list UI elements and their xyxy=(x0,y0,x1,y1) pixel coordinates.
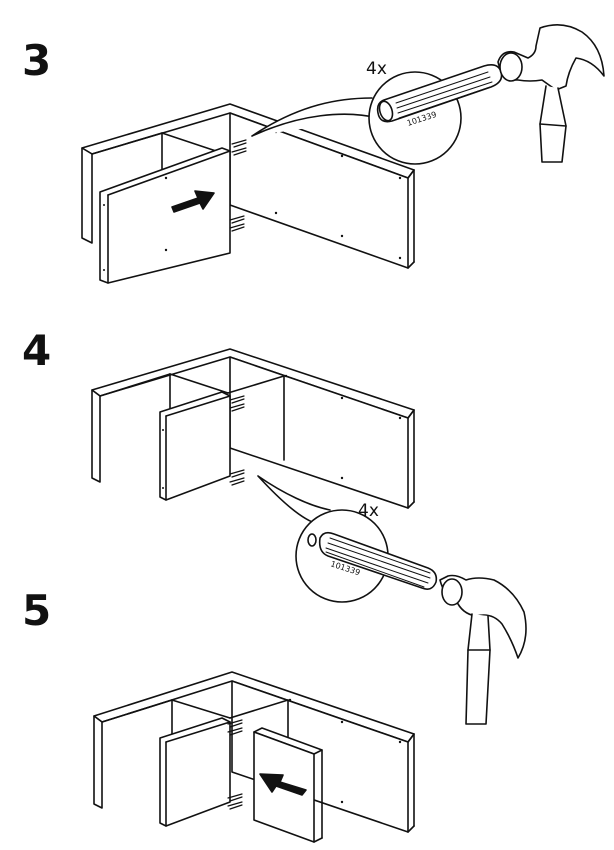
quantity-label: 4x xyxy=(366,59,387,79)
dowels-installed xyxy=(229,395,245,486)
quantity-label: 4x xyxy=(358,501,379,521)
arrow-right-icon xyxy=(171,190,215,213)
cabinet-frame xyxy=(91,348,415,509)
step-3-illustration: 4x 101339 xyxy=(81,24,605,284)
hammer-icon xyxy=(497,24,605,163)
step-5-illustration xyxy=(93,671,415,843)
dowel-detail xyxy=(307,531,438,590)
cabinet-frame xyxy=(93,671,415,833)
partition-panel xyxy=(159,391,231,501)
step-number-5: 5 xyxy=(22,586,52,635)
dowels-installed xyxy=(229,139,247,232)
callout-pointer xyxy=(251,97,379,137)
step-4-illustration: 4x 101339 xyxy=(91,348,527,725)
partition-panel xyxy=(99,147,231,284)
arrow-left-icon xyxy=(259,773,307,796)
step-number-4: 4 xyxy=(22,326,52,375)
step-number-3: 3 xyxy=(22,36,52,85)
hammer-icon xyxy=(439,574,527,725)
dowels-installed xyxy=(227,719,243,810)
partition-panel xyxy=(159,717,231,827)
dowel-detail xyxy=(376,64,503,123)
